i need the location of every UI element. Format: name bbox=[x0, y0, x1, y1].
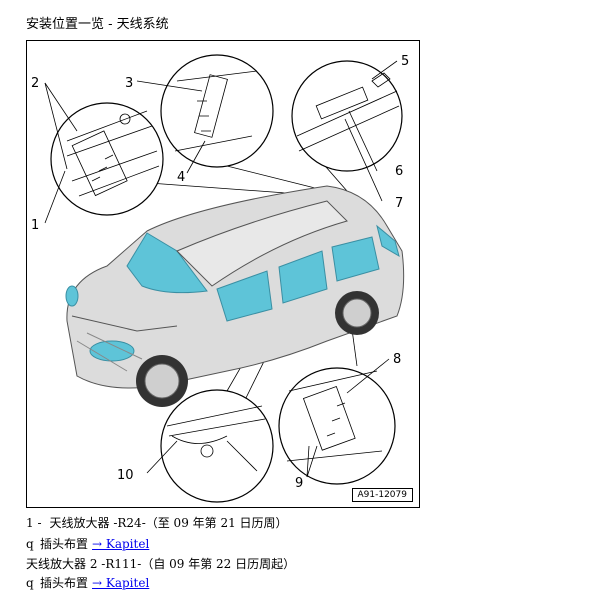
sub-item-text: 插头布置 bbox=[40, 537, 89, 551]
car-illustration: 2 3 5 4 6 7 1 8 10 9 bbox=[31, 54, 409, 503]
front-wheel bbox=[136, 355, 188, 407]
callout-5: 5 bbox=[401, 54, 409, 69]
detail-circle-rear-left bbox=[50, 102, 164, 216]
callout-9: 9 bbox=[295, 476, 303, 491]
legend-item-1: 1 - 天线放大器 -R24-（至 09 年第 21 日历周） bbox=[26, 515, 288, 531]
figure-reference-code: A91-12079 bbox=[351, 488, 413, 502]
sub-item-text: 插头布置 bbox=[40, 576, 89, 590]
legend-text: 天线放大器 2 -R111-（自 09 年第 22 日历周起） bbox=[26, 557, 296, 571]
page-title: 安装位置一览 - 天线系统 bbox=[26, 17, 169, 32]
installation-figure: 2 3 5 4 6 7 1 8 10 9 A91-12079 bbox=[26, 40, 420, 508]
detail-circle-windshield bbox=[160, 389, 274, 503]
legend-sub-item-2: q 插头布置→ Kapitel bbox=[26, 575, 149, 591]
rear-wheel bbox=[335, 291, 379, 335]
legend-number: 1 - bbox=[26, 516, 42, 530]
legend-item-2: 天线放大器 2 -R111-（自 09 年第 22 日历周起） bbox=[26, 556, 295, 572]
callout-1: 1 bbox=[31, 218, 39, 233]
car-body bbox=[65, 185, 405, 389]
legend-text: 天线放大器 -R24-（至 09 年第 21 日历周） bbox=[49, 516, 288, 530]
callout-2: 2 bbox=[31, 76, 39, 91]
bullet-glyph: q bbox=[26, 537, 34, 551]
kapitel-link[interactable]: → Kapitel bbox=[92, 537, 150, 551]
callout-6: 6 bbox=[395, 164, 403, 179]
callout-8: 8 bbox=[393, 352, 401, 367]
detail-circle-roof-rear bbox=[291, 60, 403, 172]
callout-7: 7 bbox=[395, 196, 403, 211]
bullet-glyph: q bbox=[26, 576, 34, 590]
callout-10: 10 bbox=[117, 468, 134, 483]
kapitel-link[interactable]: → Kapitel bbox=[92, 576, 150, 590]
legend-sub-item-1: q 插头布置→ Kapitel bbox=[26, 536, 149, 552]
detail-circle-roof-front bbox=[160, 54, 274, 168]
detail-circle-rear-right bbox=[278, 367, 396, 485]
callout-3: 3 bbox=[125, 76, 133, 91]
callout-4: 4 bbox=[177, 170, 185, 185]
